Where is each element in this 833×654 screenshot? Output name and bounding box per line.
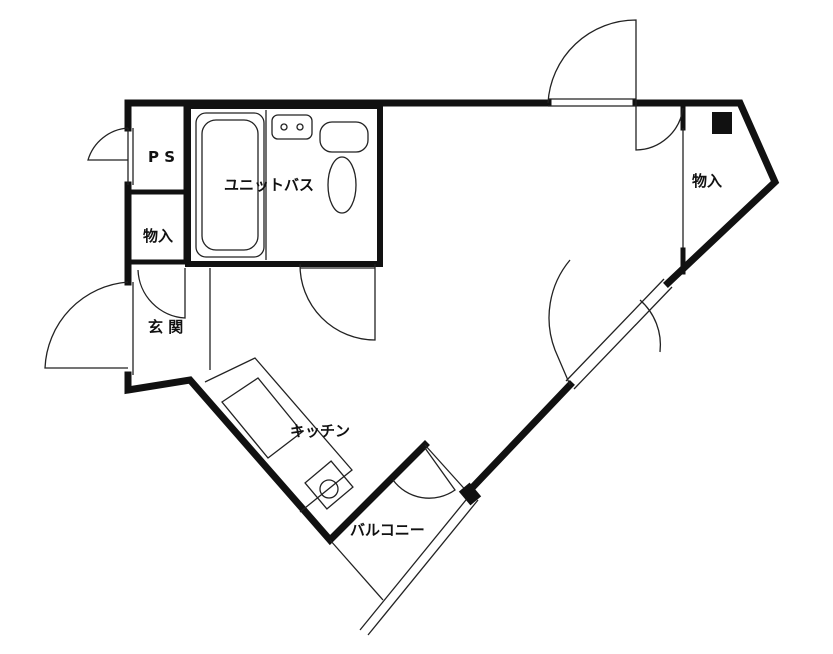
interior-walls	[128, 103, 732, 275]
label-unit-bath: ユニットバス	[224, 176, 314, 194]
label-storage-right: 物入	[692, 172, 722, 190]
balcony-outline	[329, 444, 482, 636]
label-kitchen: キッチン	[290, 422, 350, 440]
sink-toilet	[265, 110, 369, 260]
doors	[44, 19, 684, 499]
label-entrance: 玄 関	[148, 318, 183, 336]
label-balcony: バルコニー	[350, 521, 425, 539]
window-top	[548, 98, 636, 107]
window-right-diagonal	[565, 278, 673, 390]
label-storage-left: 物入	[143, 227, 173, 245]
kitchen-counter	[204, 357, 354, 513]
label-ps: P S	[148, 148, 175, 166]
bathtub	[195, 112, 265, 258]
